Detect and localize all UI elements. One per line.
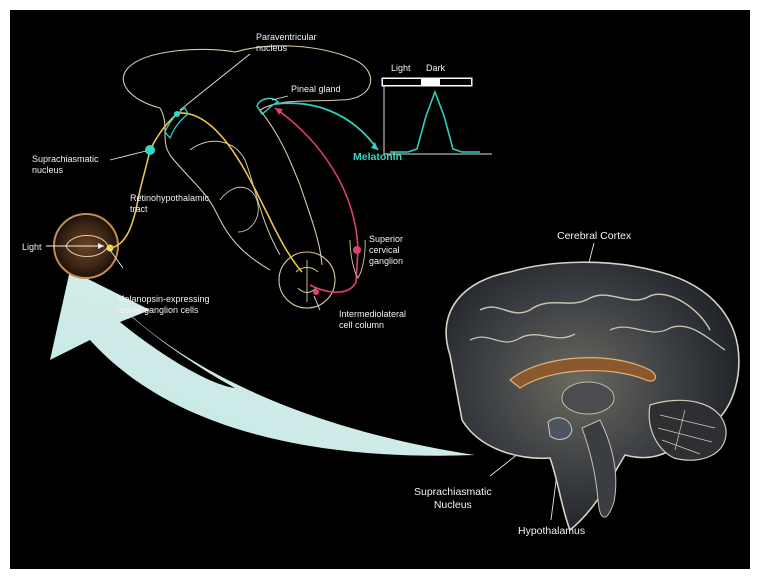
melatonin-curve (390, 92, 480, 152)
superior-cervical-label: Superior cervical ganglion (369, 234, 403, 267)
retinohypothalamic-label: Retinohypothalamic tract (130, 193, 209, 215)
chart-light-label: Light (391, 63, 411, 74)
intermediolateral-label: Intermediolateral cell column (339, 309, 406, 331)
light-arrow (50, 270, 475, 456)
cerebral-cortex-label: Cerebral Cortex (557, 230, 631, 243)
scn-dot (145, 145, 155, 155)
diagram-graphics (10, 10, 750, 569)
melatonin-path (275, 103, 378, 150)
scn-brain-label: Suprachiasmatic Nucleus (414, 486, 492, 512)
suprachiasmatic-label: Suprachiasmatic nucleus (32, 154, 99, 176)
hypothalamus-label: Hypothalamus (518, 525, 585, 538)
circadian-diagram: Paraventricular nucleus Pineal gland Sup… (10, 10, 750, 569)
melatonin-chart (382, 78, 492, 154)
melanopsin-label: Melanopsin-expressing retinal ganglion c… (117, 294, 210, 316)
iml-dot (313, 289, 319, 295)
paraventricular-label: Paraventricular nucleus (256, 32, 317, 54)
melatonin-label: Melatonin (353, 152, 402, 163)
brain-outline (123, 46, 370, 270)
chart-dark-label: Dark (426, 63, 445, 74)
pineal-label: Pineal gland (291, 84, 341, 95)
scg-dot (353, 246, 361, 254)
light-label: Light (22, 242, 42, 253)
sympathetic-path (275, 108, 358, 292)
thalamus (562, 382, 614, 414)
cerebellum-outline (220, 187, 258, 232)
